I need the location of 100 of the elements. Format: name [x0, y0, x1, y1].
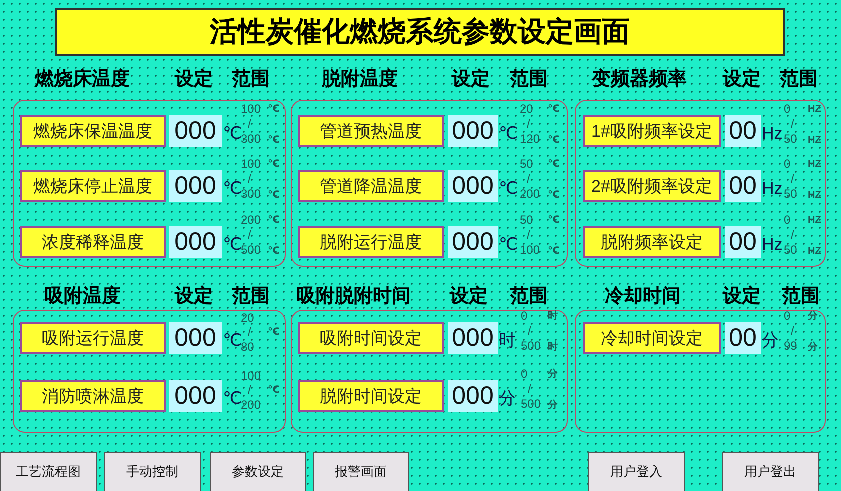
- range-max: 500: [241, 244, 262, 257]
- value-field: 00: [725, 226, 761, 258]
- unit-label: ℃: [499, 236, 518, 254]
- panel-heading: 脱附温度: [322, 68, 398, 92]
- range-separator: /: [528, 383, 532, 396]
- parameter-label: 浓度稀释温度: [20, 226, 166, 258]
- value-field: 000: [448, 115, 498, 147]
- column-heading: 设定: [175, 285, 213, 309]
- range-min: 100: [241, 103, 262, 116]
- value-field: 000: [448, 226, 498, 258]
- range-separator: /: [248, 118, 252, 131]
- range-unit: ℃: [268, 327, 280, 339]
- unit-label: ℃: [223, 180, 242, 198]
- range-max: 500: [521, 340, 542, 353]
- range-max: 50: [784, 188, 798, 201]
- range-max: 300: [241, 133, 262, 146]
- column-heading: 设定: [450, 285, 488, 309]
- column-heading: 设定: [723, 285, 761, 309]
- parameter-label: 吸附时间设定: [298, 322, 444, 354]
- column-heading: 设定: [723, 68, 761, 92]
- range-min: 0: [521, 310, 528, 323]
- range-min: 50: [520, 214, 534, 227]
- range-separator: /: [791, 325, 794, 338]
- range-unit: ℃: [268, 246, 280, 258]
- parameter-label: 燃烧床停止温度: [20, 170, 166, 202]
- range-unit: ℃: [548, 104, 560, 116]
- range-unit: 时: [548, 311, 558, 323]
- parameter-label: 消防喷淋温度: [20, 380, 166, 412]
- nav-button: 参数设定: [210, 452, 306, 491]
- column-heading: 设定: [175, 68, 213, 92]
- unit-label: Hz: [762, 180, 783, 198]
- range-max: 99: [784, 340, 798, 353]
- panel-heading: 吸附脱附时间: [297, 285, 411, 309]
- range-unit: HZ: [808, 104, 822, 116]
- range-unit: HZ: [808, 159, 822, 171]
- range-max: 500: [521, 398, 542, 411]
- column-heading: 设定: [452, 68, 490, 92]
- range-unit: HZ: [808, 190, 822, 202]
- unit-label: ℃: [499, 125, 518, 143]
- parameter-label: 冷却时间设定: [583, 322, 721, 354]
- unit-label: ℃: [223, 236, 242, 254]
- range-min: 20: [241, 312, 254, 325]
- range-unit: ℃: [548, 246, 560, 258]
- range-unit: ℃: [548, 190, 560, 202]
- parameter-label: 管道降温温度: [298, 170, 444, 202]
- range-unit: ℃: [268, 104, 280, 116]
- parameter-label: 管道预热温度: [298, 115, 444, 147]
- range-unit: 时: [548, 342, 558, 354]
- range-unit: HZ: [808, 135, 822, 147]
- range-unit: ℃: [268, 190, 280, 202]
- range-max: 300: [241, 188, 262, 201]
- value-field: 000: [169, 380, 222, 412]
- nav-button: 用户登入: [588, 452, 685, 491]
- range-unit: 分: [808, 342, 818, 354]
- range-min: 50: [520, 158, 534, 171]
- unit-label: 分: [762, 332, 779, 350]
- range-max: 100: [520, 244, 540, 257]
- range-unit: ℃: [548, 159, 560, 171]
- range-unit: HZ: [808, 215, 822, 227]
- value-field: 000: [169, 322, 222, 354]
- range-unit: 分: [548, 369, 558, 381]
- parameter-label: 吸附运行温度: [20, 322, 166, 354]
- screen-title: 活性炭催化燃烧系统参数设定画面: [55, 8, 785, 56]
- range-unit: ℃: [268, 215, 280, 227]
- range-max: 120: [520, 133, 540, 146]
- unit-label: ℃: [223, 332, 242, 350]
- column-heading: 范围: [782, 285, 820, 309]
- range-separator: /: [248, 326, 252, 339]
- range-max: 80: [241, 341, 254, 354]
- range-min: 100: [241, 370, 262, 383]
- panel-heading: 吸附温度: [45, 285, 121, 309]
- unit-label: ℃: [223, 390, 242, 408]
- parameter-label: 脱附运行温度: [298, 226, 444, 258]
- unit-label: ℃: [499, 180, 518, 198]
- column-heading: 范围: [510, 285, 548, 309]
- range-unit: 分: [808, 311, 818, 323]
- panel-heading: 燃烧床温度: [35, 68, 130, 92]
- nav-button: 手动控制: [104, 452, 201, 491]
- range-unit: ℃: [548, 215, 560, 227]
- unit-label: ℃: [223, 125, 242, 143]
- range-max: 200: [520, 188, 540, 201]
- range-min: 0: [784, 103, 791, 116]
- range-max: 50: [784, 244, 798, 257]
- range-min: 100: [241, 158, 262, 171]
- value-field: 000: [169, 170, 222, 202]
- range-max: 200: [241, 399, 262, 412]
- range-unit: HZ: [808, 246, 822, 258]
- parameter-label: 1#吸附频率设定: [583, 115, 721, 147]
- nav-button: 报警画面: [313, 452, 409, 491]
- unit-label: 时: [499, 332, 516, 350]
- unit-label: Hz: [762, 236, 783, 254]
- value-field: 00: [725, 115, 761, 147]
- value-field: 000: [448, 170, 498, 202]
- parameter-label: 燃烧床保温温度: [20, 115, 166, 147]
- column-heading: 范围: [232, 285, 270, 309]
- range-min: 0: [784, 310, 791, 323]
- column-heading: 范围: [780, 68, 818, 92]
- range-min: 200: [241, 214, 262, 227]
- range-separator: /: [527, 173, 530, 186]
- range-min: 20: [520, 103, 534, 116]
